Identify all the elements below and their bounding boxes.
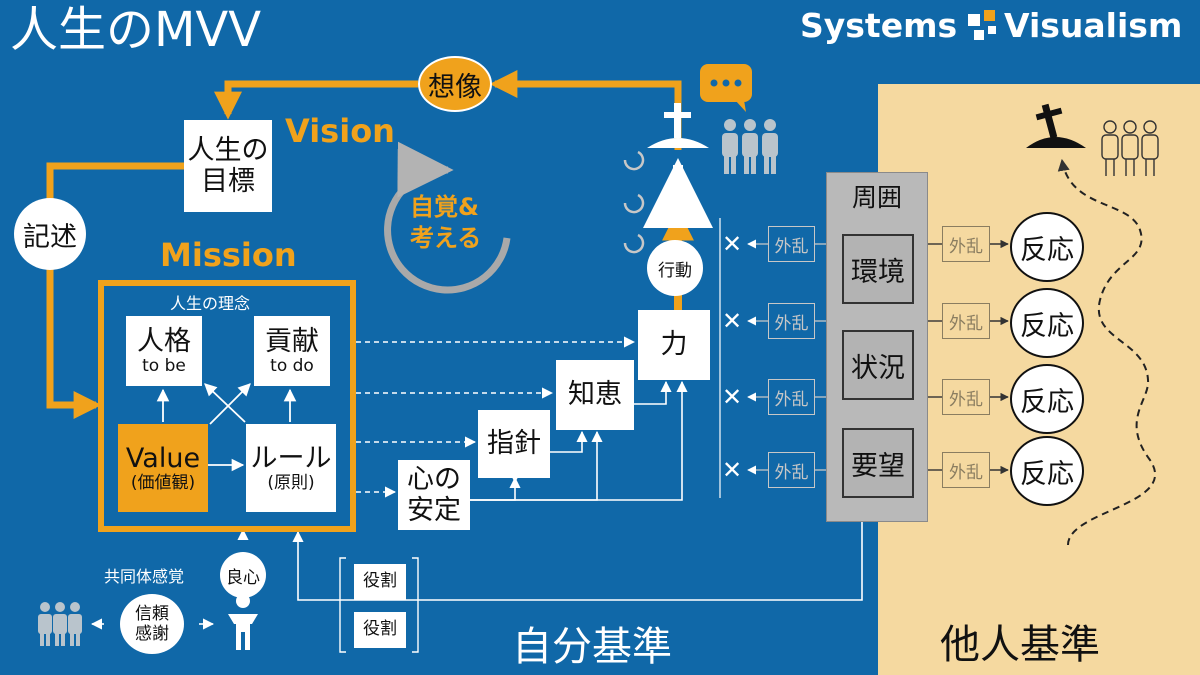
community-people-icon bbox=[38, 602, 82, 646]
disturbance-label: 外乱 bbox=[768, 452, 815, 488]
mission-frame bbox=[98, 280, 356, 532]
life-goal-box: 人生の 目標 bbox=[184, 120, 272, 212]
personality-box: 人格 to be bbox=[126, 316, 202, 386]
block-x-icon: ✕ bbox=[721, 383, 743, 411]
reaction-node: 反応 bbox=[1010, 288, 1084, 358]
guideline-box: 指針 bbox=[478, 410, 550, 478]
self-aware-label: 自覚& 考える bbox=[410, 193, 482, 253]
conscience-node: 良心 bbox=[220, 552, 266, 598]
rule-sub: (原則) bbox=[267, 472, 315, 493]
block-x-icon: ✕ bbox=[721, 307, 743, 335]
flow-squares-icon bbox=[968, 10, 996, 40]
situation-box: 状況 bbox=[842, 330, 914, 400]
action-node: 行動 bbox=[647, 240, 703, 296]
block-x-icon: ✕ bbox=[721, 456, 743, 484]
role-box: 役割 bbox=[354, 612, 406, 648]
block-x-icon: ✕ bbox=[721, 230, 743, 258]
disturbance-label-right: 外乱 bbox=[942, 379, 990, 415]
trust-thanks-node: 信頼 感謝 bbox=[120, 594, 184, 654]
power-box: 力 bbox=[638, 310, 710, 380]
value-box: Value (価値観) bbox=[118, 424, 208, 512]
contribution-box: 貢献 to do bbox=[254, 316, 330, 386]
value-sub: (価値観) bbox=[130, 472, 196, 493]
speech-bubble-icon bbox=[700, 64, 752, 112]
contribution-sub: to do bbox=[270, 355, 314, 376]
bottom-arrows bbox=[90, 520, 863, 630]
rule-box: ルール (原則) bbox=[246, 424, 336, 512]
personality-sub: to be bbox=[142, 355, 186, 376]
vision-label: Vision bbox=[285, 112, 395, 150]
reaction-node: 反応 bbox=[1010, 364, 1084, 434]
imagine-node: 想像 bbox=[418, 56, 492, 112]
rule-label: ルール bbox=[250, 442, 332, 474]
reaction-node: 反応 bbox=[1010, 436, 1084, 506]
disturbance-label-right: 外乱 bbox=[942, 452, 990, 488]
role-box: 役割 bbox=[354, 564, 406, 600]
mission-label: Mission bbox=[160, 236, 297, 274]
self-aware-cycle-arrow bbox=[384, 141, 511, 294]
request-box: 要望 bbox=[842, 428, 914, 498]
grave-icon bbox=[647, 103, 709, 148]
contribution-label: 貢献 bbox=[265, 325, 319, 357]
environment-box: 環境 bbox=[842, 234, 914, 304]
repeat-icons bbox=[623, 150, 645, 254]
surroundings-title: 周囲 bbox=[851, 183, 902, 212]
roles-brackets bbox=[339, 557, 419, 653]
value-label: Value bbox=[125, 442, 201, 474]
mission-caption: 人生の理念 bbox=[170, 294, 251, 313]
self-standard-label: 自分基準 bbox=[512, 624, 672, 670]
mission-internal-arrows bbox=[156, 383, 297, 472]
describe-node: 記述 bbox=[14, 198, 86, 270]
community-feeling-label: 共同体感覚 bbox=[104, 567, 185, 586]
describe-loop-arrow bbox=[46, 162, 184, 419]
page-title: 人生のMVV bbox=[10, 2, 262, 58]
reaction-node: 反応 bbox=[1010, 212, 1084, 282]
disturbance-label: 外乱 bbox=[768, 226, 815, 262]
disturbance-label: 外乱 bbox=[768, 303, 815, 339]
disturbance-label-right: 外乱 bbox=[942, 303, 990, 339]
mission-output-dashed-arrows bbox=[356, 336, 636, 498]
grave-dark-icon-shape bbox=[1026, 103, 1086, 148]
personality-label: 人格 bbox=[137, 325, 191, 357]
brand-right: Visualism bbox=[1004, 6, 1183, 45]
disturbance-label: 外乱 bbox=[768, 379, 815, 415]
others-path-curve-line bbox=[1057, 158, 1157, 546]
reaction-arrows bbox=[928, 239, 1009, 475]
disturbance-label-right: 外乱 bbox=[942, 226, 990, 262]
people-group-icon bbox=[722, 119, 778, 174]
others-standard-label: 他人基準 bbox=[940, 622, 1100, 668]
people-group-outline-shape bbox=[1101, 120, 1159, 176]
brand-left: Systems bbox=[800, 6, 958, 45]
wisdom-box: 知恵 bbox=[556, 360, 634, 430]
peace-of-mind-box: 心の 安定 bbox=[398, 460, 470, 530]
flow-arrows bbox=[470, 380, 688, 501]
